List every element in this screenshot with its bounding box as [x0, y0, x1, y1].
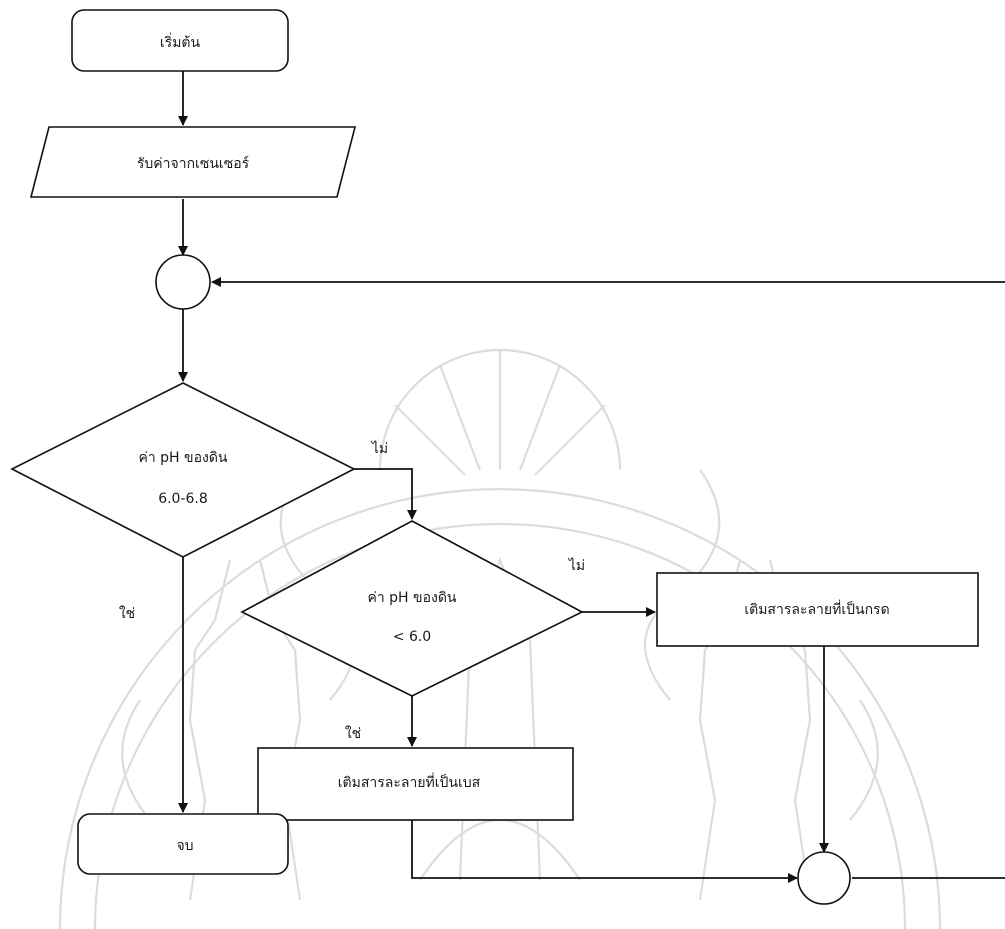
- range-yes-label: ใช่: [119, 605, 135, 622]
- decision-low-label-1: ค่า pH ของดิน: [367, 590, 456, 606]
- low-yes-label: ใช่: [345, 725, 361, 742]
- input-parallelogram: [29, 126, 357, 198]
- decision-range: [10, 382, 356, 558]
- add-acid-label: เติมสารละลายที่เป็นกรด: [744, 600, 889, 618]
- start-label: เริ่มต้น: [160, 33, 201, 51]
- end-label: จบ: [176, 838, 193, 854]
- decision-low-label-2: < 6.0: [393, 629, 431, 645]
- shapes: [10, 9, 979, 905]
- add-acid-process: [656, 572, 979, 647]
- low-no-label: ไม่: [568, 557, 585, 574]
- input-label: รับค่าจากเซนเซอร์: [137, 155, 250, 172]
- arrow-base-to-connector: [411, 820, 798, 883]
- merge-connector: [797, 851, 851, 905]
- decision-range-label-2: 6.0-6.8: [158, 491, 208, 507]
- arrow-range-no: [354, 468, 417, 520]
- range-no-label: ไม่: [371, 440, 388, 457]
- connectors: [178, 71, 1005, 883]
- labels: เริ่มต้น รับค่าจากเซนเซอร์ ค่า pH ของดิน…: [119, 33, 890, 854]
- end-terminal: [77, 813, 289, 875]
- start-terminal: [71, 9, 289, 72]
- decision-range-label-1: ค่า pH ของดิน: [138, 450, 227, 466]
- decision-low: [240, 520, 584, 697]
- add-base-process: [257, 747, 574, 821]
- loop-connector: [155, 254, 211, 310]
- add-base-label: เติมสารละลายที่เป็นเบส: [338, 773, 481, 791]
